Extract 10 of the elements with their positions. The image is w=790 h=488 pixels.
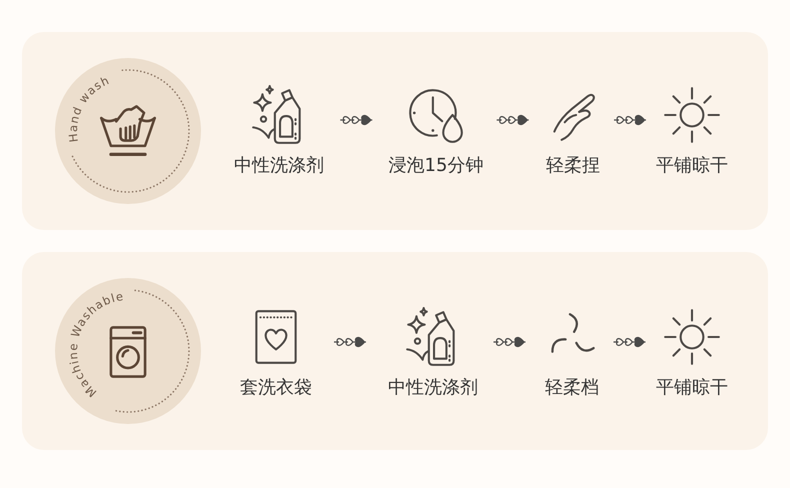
step-label: 平铺晾干 bbox=[656, 154, 728, 178]
step-label: 轻柔捏 bbox=[546, 154, 600, 178]
step-label: 浸泡15分钟 bbox=[388, 154, 484, 178]
step-label: 中性洗涤剂 bbox=[234, 154, 324, 178]
step-label: 中性洗涤剂 bbox=[388, 376, 478, 400]
panel bbox=[22, 252, 768, 450]
step-label: 套洗衣袋 bbox=[240, 376, 312, 400]
step-label: 平铺晾干 bbox=[656, 376, 728, 400]
panel bbox=[22, 32, 768, 230]
step-label: 轻柔档 bbox=[545, 376, 599, 400]
